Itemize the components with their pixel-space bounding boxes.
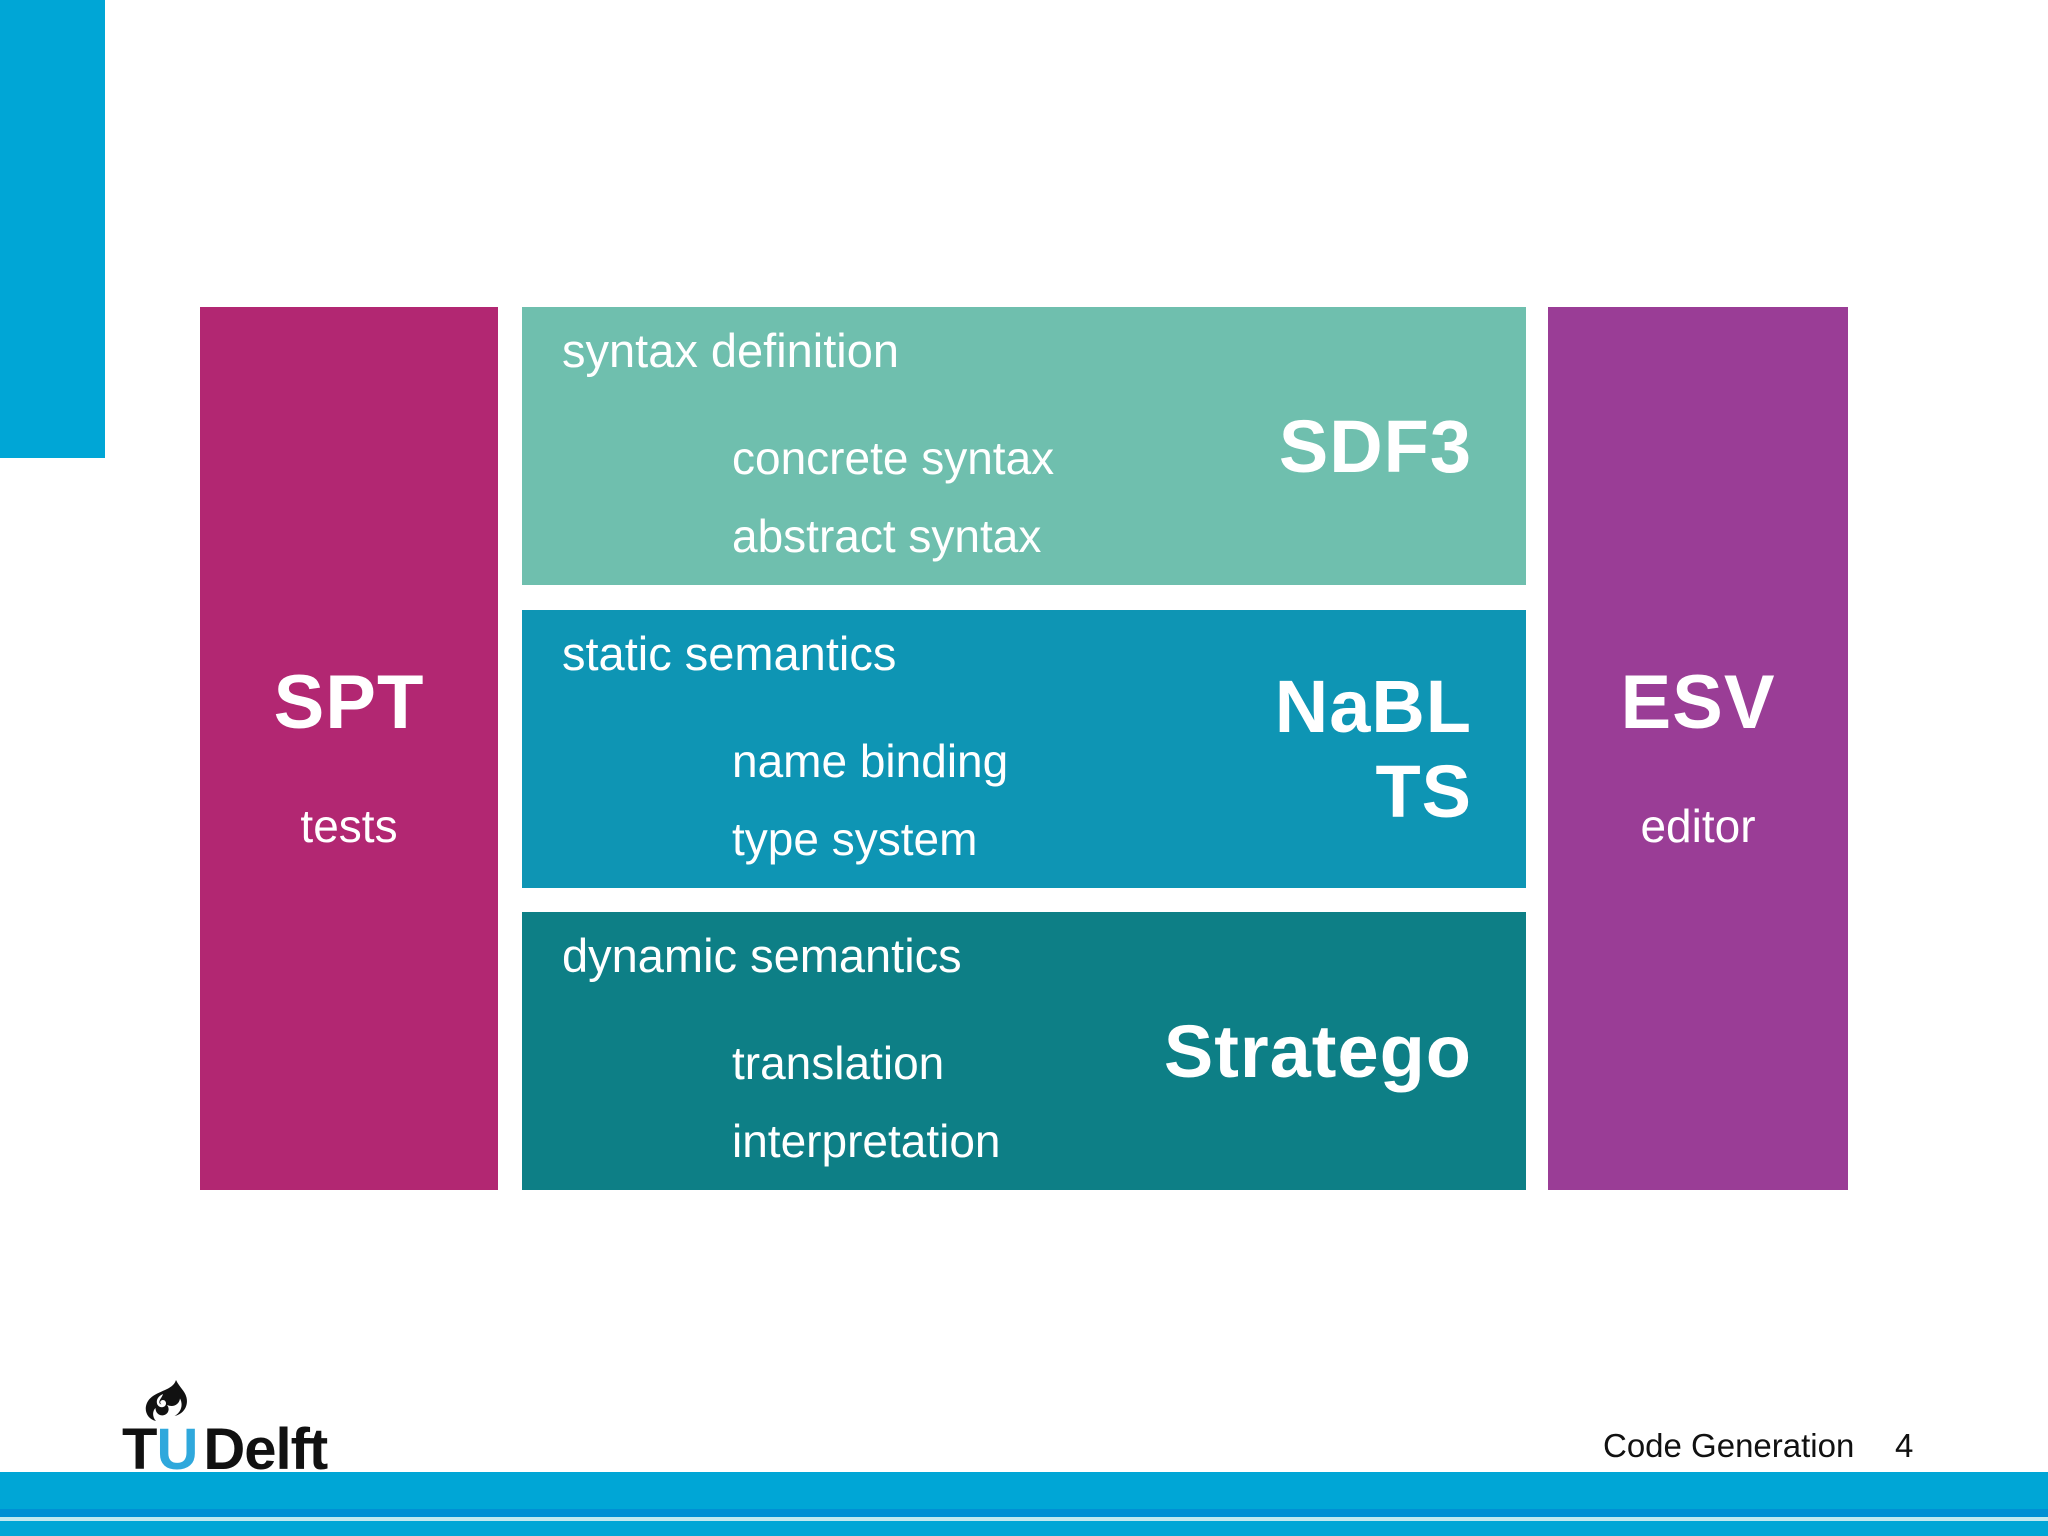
syntax-definition-block: syntax definition concrete syntax abstra… (522, 307, 1526, 585)
logo-word-delft: Delft (203, 1417, 328, 1482)
esv-title: ESV (1620, 660, 1776, 745)
logo-letter-u: U (156, 1417, 198, 1482)
row-label: NaBL TS (1275, 610, 1472, 888)
row-item: translation (732, 1037, 945, 1089)
footer-course-label: Code Generation (1603, 1427, 1855, 1464)
row-heading: syntax definition (562, 324, 900, 377)
row-items: name binding type system (732, 722, 1008, 878)
footer-page-number: 4 (1895, 1427, 1914, 1464)
spt-subtitle: tests (300, 800, 398, 852)
row-item: name binding (732, 735, 1009, 787)
row-label-line: Stratego (1163, 1009, 1472, 1093)
row-item: abstract syntax (732, 510, 1042, 562)
row-heading: dynamic semantics (562, 929, 962, 982)
logo-letter-t: T (122, 1417, 157, 1482)
row-items: concrete syntax abstract syntax (732, 419, 1054, 575)
footer-accent-band-dark (0, 1509, 2048, 1517)
row-label: Stratego (1164, 912, 1472, 1190)
row-label-line: TS (1375, 750, 1472, 833)
esv-subtitle: editor (1640, 800, 1756, 852)
row-item: type system (732, 813, 978, 865)
spt-panel: SPT tests (200, 307, 498, 1190)
spt-title: SPT (273, 660, 425, 745)
row-label-line: SDF3 (1278, 404, 1472, 488)
row-item: concrete syntax (732, 432, 1055, 484)
row-item: interpretation (732, 1115, 1001, 1167)
esv-panel: ESV editor (1548, 307, 1848, 1190)
row-label: SDF3 (1279, 307, 1472, 585)
dynamic-semantics-block: dynamic semantics translation interpreta… (522, 912, 1526, 1190)
row-heading: static semantics (562, 627, 897, 680)
row-items: translation interpretation (732, 1024, 1001, 1180)
top-left-accent-bar (0, 0, 105, 458)
footer-accent-band-light (0, 1517, 2048, 1521)
static-semantics-block: static semantics name binding type syste… (522, 610, 1526, 888)
flame-icon (145, 1380, 187, 1421)
footer-accent-band (0, 1472, 2048, 1509)
row-label-line: NaBL (1274, 665, 1472, 748)
footer-accent-band-bottom (0, 1521, 2048, 1536)
middle-blocks: syntax definition concrete syntax abstra… (522, 307, 1526, 1190)
